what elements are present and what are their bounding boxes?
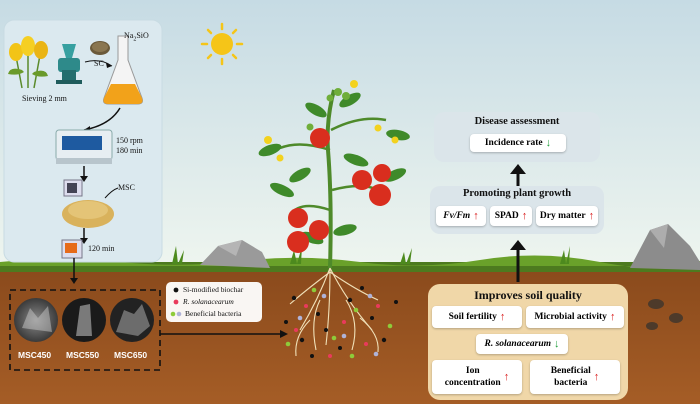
rock-left-icon [200,240,270,268]
pyrolysis-time-label: 120 min [88,244,115,253]
msc550-label: MSC550 [66,350,100,360]
tomato-plant-icon [258,80,410,269]
microbial-activity-box: Microbial activity↑ [526,306,624,328]
spad-box: SPAD↑ [490,206,532,226]
arrow-up-icon: ↑ [503,371,510,383]
biochar-samples-box [9,289,161,371]
sodium-silicate-label: Na2SiO [124,31,149,43]
sc-label: SC [94,59,104,68]
soil-panel-title: Improves soil quality [474,288,582,302]
disease-panel-title: Disease assessment [474,116,560,127]
goldenrod-plant-icon [8,36,48,89]
grass-icons [172,246,570,264]
arrow-up-icon: ↑ [499,311,506,323]
grinder-icon [56,44,82,84]
soil-fertility-box: Soil fertility↑ [432,306,522,328]
arrow-up-icon: ↑ [521,210,528,222]
dry-matter-box: Dry matter↑ [536,206,598,226]
roots-icon [289,267,379,357]
soil-particles-icon [284,286,398,359]
arrow-up-icon: ↑ [588,210,595,222]
time-label: 180 min [116,146,143,155]
legend-bacteria: Beneficial bacteria [185,309,242,318]
arrow-down-icon: ↓ [554,338,560,350]
flask-icon [103,35,143,105]
incidence-rate-box: Incidence rate↓ [470,134,566,152]
legend-box [166,282,262,322]
oven-icon [63,179,83,197]
legend-pathogen: R. solanacearum [183,297,234,306]
msc550-image [62,298,106,342]
msc650-label: MSC650 [114,350,148,360]
furnace-icon [61,239,83,259]
msc-label: MSC [118,183,135,192]
sieving-label: Sieving 2 mm [22,94,67,103]
arrow-up-icon: ↑ [609,311,616,323]
arrow-up-icon: ↑ [593,371,600,383]
shaker-icon [55,129,113,164]
msc450-label: MSC450 [18,350,52,360]
msc450-image [14,298,58,342]
arrow-down-icon: ↓ [545,137,552,149]
rock-right-icon [630,224,700,270]
arrow-up-icon: ↑ [473,210,479,222]
growth-panel-title: Promoting plant growth [462,188,572,199]
pathogen-box: R. solanacearum↓ [476,334,568,354]
legend-biochar: Si-modified biochar [183,285,244,294]
msc650-image [110,298,154,342]
fvfm-box: Fv/Fm↑ [436,206,486,226]
rpm-label: 150 rpm [116,136,143,145]
sun-icon [200,22,244,66]
